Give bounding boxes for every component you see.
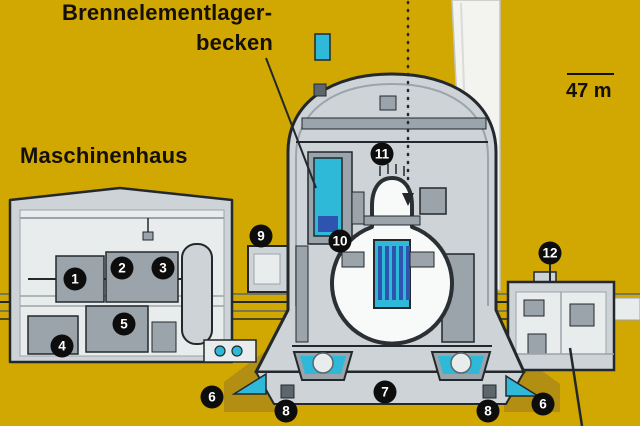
water-basin-right [505, 374, 541, 397]
marker-7: 7 [373, 380, 397, 404]
fuel-storage-pool [307, 151, 353, 245]
marker-11: 11 [370, 142, 394, 166]
fuel-pool-pointer-line [265, 57, 317, 189]
marker-5: 5 [112, 312, 136, 336]
marker-10: 10 [328, 229, 352, 253]
water-basin-left [231, 372, 267, 395]
reactor-pressure-vessel [330, 164, 454, 346]
condensation-pool-left [292, 351, 354, 381]
annex [203, 339, 257, 363]
marker-9: 9 [249, 224, 273, 248]
scale-bar [567, 73, 614, 75]
sump-pump-left [280, 384, 295, 399]
marker-4: 4 [50, 334, 74, 358]
polar-crane [301, 117, 487, 130]
label-machine-house: Maschinenhaus [20, 143, 188, 168]
bottom-right-pointer-line [568, 347, 584, 426]
condensation-pool-right [430, 351, 492, 381]
crane-hook [142, 231, 154, 241]
label-fuel-pool-line1: Brennelementlager- [62, 0, 273, 25]
marker-1: 1 [63, 267, 87, 291]
sump-pump-right [482, 384, 497, 399]
auxiliary-building [506, 271, 640, 372]
fuel-rods [378, 246, 410, 300]
fuel-cask [314, 33, 331, 61]
stored-fuel-elements [318, 216, 338, 232]
label-fuel-pool-line2: becken [196, 30, 274, 55]
containment [254, 72, 526, 405]
marker-3: 3 [151, 256, 175, 280]
aux-block [151, 321, 177, 353]
marker-12: 12 [538, 241, 562, 265]
dome-vent [313, 83, 327, 97]
vessel-flange [363, 215, 421, 226]
marker-8-left: 8 [274, 399, 298, 423]
water-port [231, 345, 243, 357]
scale-label: 47 m [566, 80, 612, 102]
airlock [247, 245, 289, 293]
water-port [214, 345, 226, 357]
feedwater-tank [181, 243, 213, 345]
marker-2: 2 [110, 256, 134, 280]
marker-6-left: 6 [200, 385, 224, 409]
marker-8-right: 8 [476, 399, 500, 423]
dotted-reference-line [402, 0, 414, 206]
marker-6-right: 6 [531, 392, 555, 416]
